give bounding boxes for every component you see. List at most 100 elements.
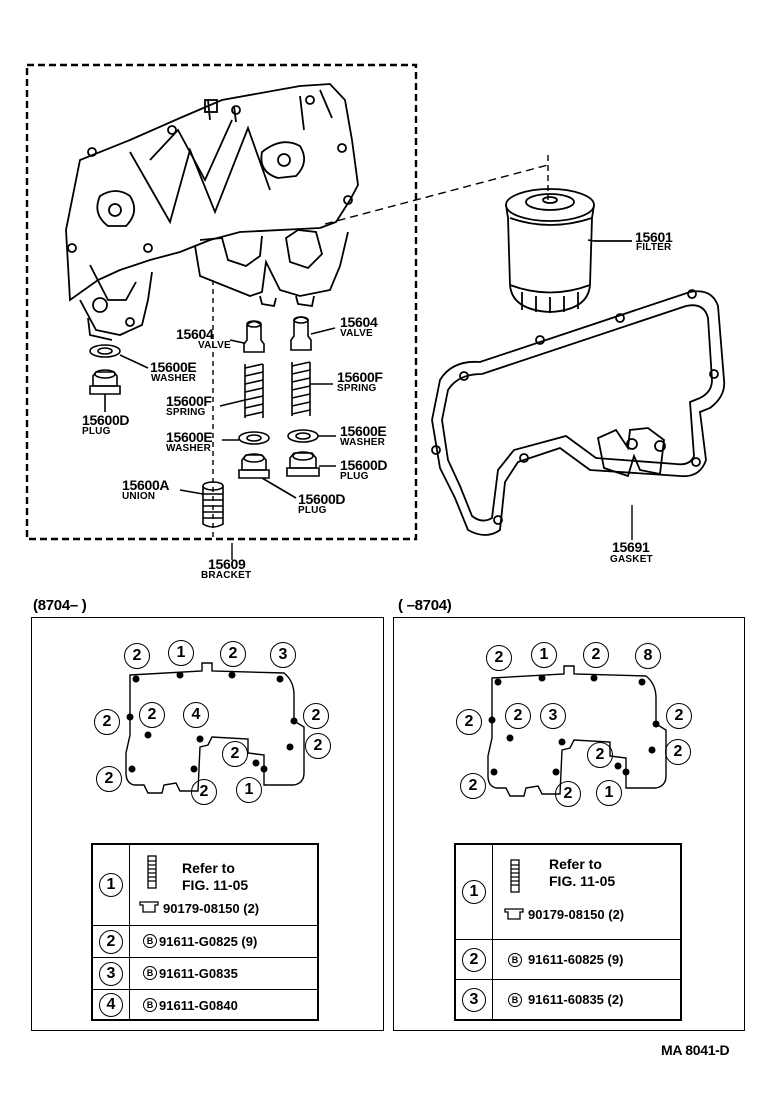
label-15600D-a-name: PLUG bbox=[82, 426, 111, 437]
washer-right bbox=[287, 429, 336, 443]
left-panel bbox=[31, 617, 384, 1031]
table-row: 2 B 91611-60825 (9) bbox=[456, 939, 680, 980]
row-number: 4 bbox=[99, 993, 123, 1017]
bolt-b-icon: B bbox=[143, 934, 157, 948]
right-bolt-pattern bbox=[487, 665, 667, 797]
nut-icon bbox=[504, 908, 524, 920]
washer-center bbox=[222, 431, 270, 445]
label-15604a-num: 15604 bbox=[176, 326, 214, 342]
valve-center bbox=[229, 320, 265, 353]
right-parts-table: 1 Refer to FIG. 11-05 90179-08150 (2) 2 … bbox=[454, 843, 682, 1021]
right-panel-range: ( –8704) bbox=[398, 597, 452, 614]
label-15691-name: GASKET bbox=[610, 554, 653, 565]
label-15609-name: BRACKET bbox=[201, 570, 252, 581]
bracket-body bbox=[65, 83, 359, 341]
label-15600E-a-name: WASHER bbox=[151, 373, 197, 384]
refer-text: Refer to bbox=[549, 856, 602, 872]
callout: 2 bbox=[303, 703, 329, 729]
callout: 2 bbox=[665, 739, 691, 765]
row-number: 1 bbox=[99, 873, 123, 897]
part-number: 91611-60825 (9) bbox=[528, 952, 624, 967]
plug-left bbox=[89, 369, 121, 412]
callout: 2 bbox=[486, 645, 512, 671]
label-15604b-num: 15604 bbox=[340, 314, 378, 330]
nut-icon bbox=[139, 901, 159, 913]
callout: 8 bbox=[635, 643, 661, 669]
callout: 1 bbox=[168, 640, 194, 666]
fig-ref: FIG. 11-05 bbox=[549, 873, 616, 889]
label-15600F-b-num: 15600F bbox=[337, 369, 383, 385]
table-row: 1 Refer to FIG. 11-05 90179-08150 (2) bbox=[456, 845, 680, 939]
label-15600F-a-num: 15600F bbox=[166, 393, 212, 409]
row-number: 2 bbox=[462, 948, 486, 972]
row-number: 1 bbox=[462, 880, 486, 904]
oil-filter bbox=[505, 188, 632, 313]
label-15604b-name: VALVE bbox=[340, 328, 373, 339]
label-15600E-b-num: 15600E bbox=[166, 429, 213, 445]
label-15600D-c-name: PLUG bbox=[340, 471, 369, 482]
part-number: 91611-G0825 (9) bbox=[159, 934, 258, 949]
label-15600D-b-name: PLUG bbox=[298, 505, 327, 516]
figure-code: MA 8041-D bbox=[661, 1042, 730, 1058]
label-15600A-name: UNION bbox=[122, 491, 156, 502]
row-number: 3 bbox=[462, 988, 486, 1012]
label-15600D-c-num: 15600D bbox=[340, 457, 388, 473]
label-15604a-name: VALVE bbox=[198, 340, 231, 351]
refer-text: Refer to bbox=[182, 860, 235, 876]
callout: 1 bbox=[531, 642, 557, 668]
table-row: 2 B 91611-G0825 (9) bbox=[93, 925, 317, 958]
bracket-assembly-boundary bbox=[25, 63, 418, 541]
callout: 2 bbox=[96, 766, 122, 792]
bolt-b-icon: B bbox=[143, 966, 157, 980]
label-15601-num: 15601 bbox=[635, 229, 673, 245]
label-15609-num: 15609 bbox=[208, 556, 246, 572]
fig-ref: FIG. 11-05 bbox=[182, 877, 249, 893]
label-15600D-b-num: 15600D bbox=[298, 491, 346, 507]
plug-right bbox=[286, 451, 336, 477]
table-row: 4 B 91611-G0840 bbox=[93, 989, 317, 1020]
part-number: 90179-08150 (2) bbox=[528, 907, 625, 922]
row-number: 3 bbox=[99, 962, 123, 986]
label-15600E-a-num: 15600E bbox=[150, 359, 197, 375]
callout: 2 bbox=[139, 702, 165, 728]
table-row: 3 B 91611-G0835 bbox=[93, 957, 317, 990]
callout: 3 bbox=[270, 642, 296, 668]
bolt-b-icon: B bbox=[143, 998, 157, 1012]
callout: 2 bbox=[583, 642, 609, 668]
callout: 4 bbox=[183, 702, 209, 728]
label-15600F-b-name: SPRING bbox=[337, 383, 377, 394]
label-15600F-a-name: SPRING bbox=[166, 407, 206, 418]
label-15691-num: 15691 bbox=[612, 539, 650, 555]
label-15600D-a-num: 15600D bbox=[82, 412, 130, 428]
callout: 2 bbox=[124, 643, 150, 669]
part-number: 91611-G0840 bbox=[159, 998, 238, 1013]
spring-center bbox=[219, 363, 264, 418]
callout: 2 bbox=[222, 741, 248, 767]
callout: 1 bbox=[236, 777, 262, 803]
callout: 3 bbox=[540, 703, 566, 729]
left-bolt-pattern bbox=[125, 662, 305, 794]
right-panel bbox=[393, 617, 745, 1031]
callout: 2 bbox=[460, 773, 486, 799]
label-15600E-c-num: 15600E bbox=[340, 423, 387, 439]
plug-center bbox=[238, 453, 297, 499]
part-number: 91611-G0835 bbox=[159, 966, 238, 981]
callout: 2 bbox=[456, 709, 482, 735]
label-15600E-c-name: WASHER bbox=[340, 437, 386, 448]
callout: 2 bbox=[505, 703, 531, 729]
label-15600A-num: 15600A bbox=[122, 477, 170, 493]
left-panel-range: (8704– ) bbox=[33, 597, 87, 614]
bolt-icon bbox=[147, 855, 157, 889]
callout: 2 bbox=[305, 733, 331, 759]
bolt-b-icon: B bbox=[508, 953, 522, 967]
bolt-icon bbox=[510, 859, 520, 893]
table-row: 3 B 91611-60835 (2) bbox=[456, 979, 680, 1020]
spring-right bbox=[291, 361, 333, 416]
callout: 2 bbox=[587, 742, 613, 768]
callout: 2 bbox=[94, 709, 120, 735]
washer-left bbox=[89, 344, 149, 369]
gasket-outline bbox=[431, 289, 726, 536]
row-number: 2 bbox=[99, 930, 123, 954]
callout: 2 bbox=[220, 641, 246, 667]
valve-right bbox=[290, 316, 336, 351]
